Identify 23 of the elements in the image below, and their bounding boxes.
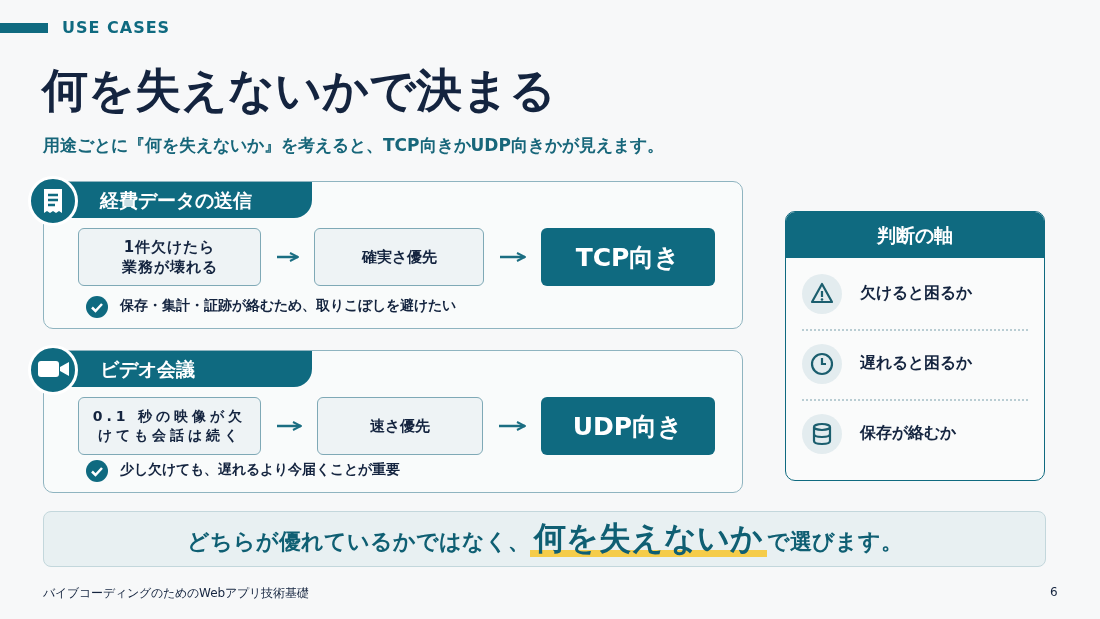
result-box: UDP向き [541,397,715,455]
arrow [499,421,526,431]
process-box: 1件欠けたら業務が壊れる [78,228,261,286]
arrow [500,252,526,262]
section-label: USE CASES [62,18,171,37]
result-box: TCP向き [541,228,715,286]
title: 何を失えないかで決まる [42,62,556,119]
note-text: 保存・集計・証跡が絡むため、取りこぼしを避けたい [120,297,456,315]
conclusion-banner: どちらが優れているかではなく、何を失えないかで選びます。 [43,511,1046,567]
subtitle: 用途ごとに『何を失えないか』を考えると、TCP向きかUDP向きかが見えます。 [43,134,664,157]
process-box: 確実さ優先 [314,228,484,286]
criterion-text: 保存が絡むか [860,423,956,444]
page-number: 6 [1050,585,1058,599]
criterion-text: 欠けると困るか [860,283,972,304]
panel-heading: 判断の軸 [786,212,1044,258]
note-text: 少し欠けても、遅れるより今届くことが重要 [120,461,400,479]
process-box: 0.1 秒の映像が欠けても会話は続く [78,397,261,455]
arrow [277,421,302,431]
criteria-panel [785,211,1045,481]
criterion-text: 遅れると困るか [860,353,972,374]
process-box: 速さ優先 [317,397,483,455]
arrow [277,252,299,262]
footer-text: バイブコーディングのためのWebアプリ技術基礎 [43,585,310,602]
